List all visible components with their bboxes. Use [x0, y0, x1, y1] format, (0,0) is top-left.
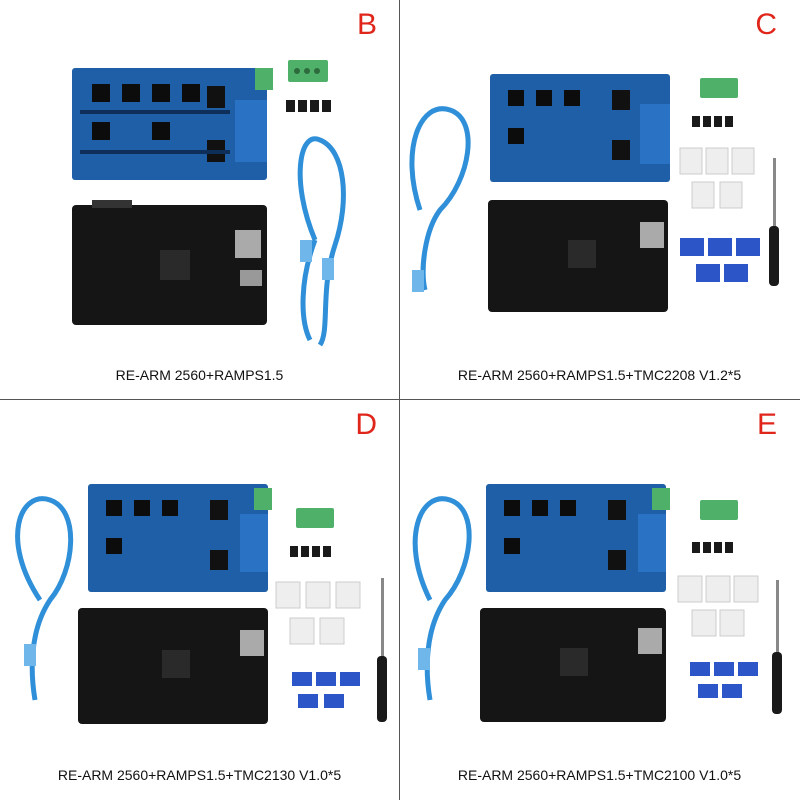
- photo-ramps-rearm-tmc2100: [412, 484, 782, 722]
- panel-e: E RE-ARM 2560+RAMPS1.5+TMC2100 V1.0*5: [400, 400, 799, 799]
- terminal-block: [288, 60, 328, 82]
- rearm-board: [78, 608, 268, 724]
- variant-letter: C: [755, 8, 777, 41]
- heatsinks: [690, 662, 758, 698]
- ramps-board: [490, 74, 670, 182]
- vertical-divider: [399, 0, 400, 800]
- jumper-caps: [692, 116, 733, 127]
- usb-cable: [412, 496, 472, 701]
- panel-b: B RE-ARM 2560+RAMPS1.5: [0, 0, 399, 399]
- screwdriver: [772, 580, 782, 714]
- rearm-board: [72, 200, 267, 325]
- photo-ramps-rearm-cable: [72, 60, 346, 347]
- ramps-board: [88, 484, 272, 592]
- terminal-block: [700, 500, 738, 520]
- variant-letter: B: [356, 8, 377, 41]
- terminal-block: [296, 508, 334, 528]
- jumper-caps: [286, 100, 331, 112]
- usb-cable: [15, 496, 74, 701]
- screwdriver: [377, 578, 387, 722]
- heatsinks: [680, 238, 760, 282]
- variant-caption: RE-ARM 2560+RAMPS1.5+TMC2208 V1.2*5: [457, 367, 742, 383]
- stepper-drivers: [679, 147, 755, 209]
- stepper-drivers: [677, 575, 759, 637]
- variant-letter: E: [756, 408, 777, 441]
- photo-ramps-rearm-tmc2208: [409, 74, 779, 312]
- ramps-board: [72, 68, 273, 180]
- variant-caption: RE-ARM 2560+RAMPS1.5+TMC2100 V1.0*5: [457, 767, 742, 783]
- rearm-board: [488, 200, 668, 312]
- panel-c: C RE-ARM 2560+RAMPS1.5+TMC2208 V1.2*5: [400, 0, 799, 399]
- ramps-board: [486, 484, 670, 592]
- jumper-caps: [692, 542, 733, 553]
- usb-cable: [409, 106, 471, 292]
- jumper-caps: [290, 546, 331, 557]
- terminal-block: [700, 78, 738, 98]
- horizontal-divider: [0, 399, 800, 400]
- usb-cable: [297, 136, 346, 347]
- variant-caption: RE-ARM 2560+RAMPS1.5: [115, 367, 284, 383]
- rearm-board: [480, 608, 666, 722]
- panel-d: D RE-ARM 2560+RAMPS1.5+TMC2130 V1.0*5: [0, 400, 399, 799]
- variant-caption: RE-ARM 2560+RAMPS1.5+TMC2130 V1.0*5: [57, 767, 342, 783]
- variant-letter: D: [355, 408, 377, 441]
- photo-ramps-rearm-tmc2130: [15, 484, 387, 724]
- screwdriver: [769, 158, 779, 286]
- heatsinks: [292, 672, 360, 708]
- stepper-drivers: [275, 581, 361, 645]
